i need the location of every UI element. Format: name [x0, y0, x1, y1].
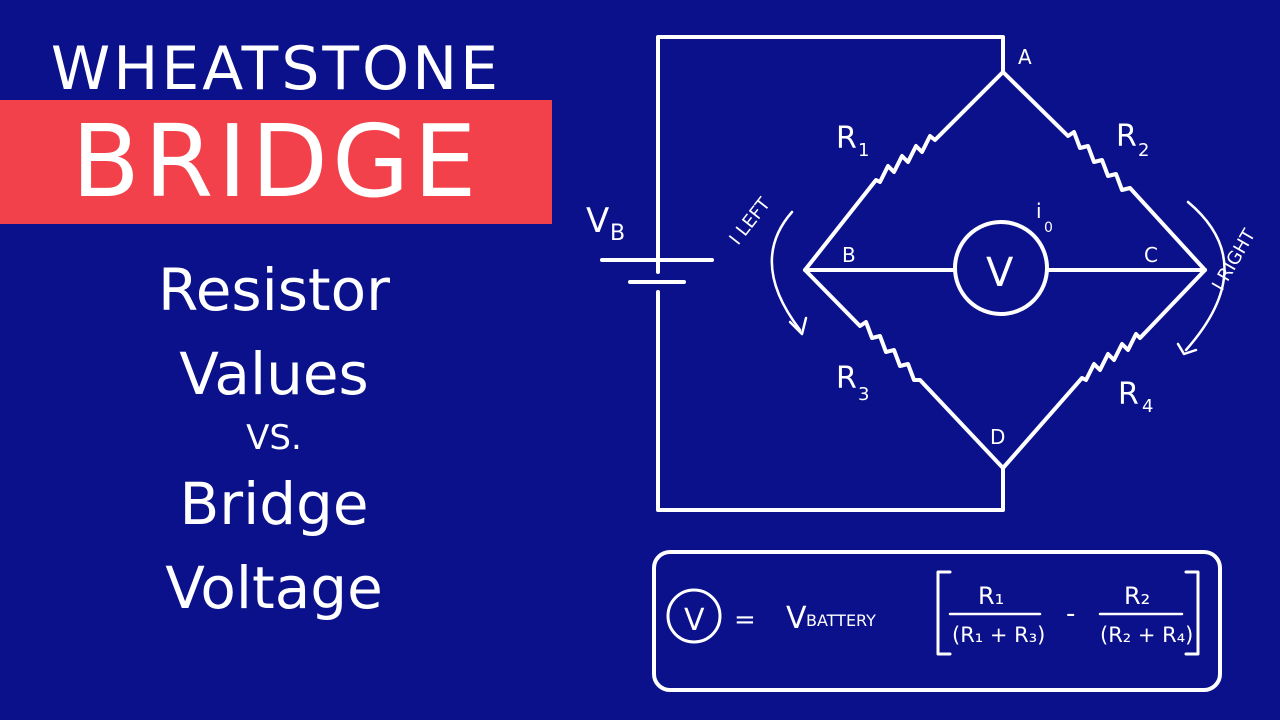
wire-top: [656, 35, 1005, 274]
r2-label: R: [1116, 119, 1137, 154]
voltmeter-label: V: [986, 250, 1014, 296]
resistor-r3: [803, 268, 1005, 470]
right-current-arrow: [1184, 200, 1226, 352]
fraction1-numerator: R₁: [978, 582, 1004, 610]
node-d-label: D: [990, 425, 1005, 449]
r2-label-sub: 2: [1138, 140, 1149, 161]
title-highlight-band: [0, 100, 552, 224]
formula-equals: =: [734, 605, 756, 635]
formula-minus: -: [1066, 599, 1075, 629]
r3-label: R: [836, 361, 857, 396]
subtitle-vs: VS.: [246, 418, 302, 458]
subtitle-resistor: Resistor: [158, 256, 390, 324]
r1-label: R: [836, 121, 857, 156]
wire-bottom: [656, 290, 1005, 512]
fraction2-numerator: R₂: [1124, 582, 1150, 610]
title-panel: WHEATSTONE BRIDGE Resistor Values VS. Br…: [0, 0, 560, 720]
right-bracket: [1184, 570, 1200, 656]
formula-box: [652, 550, 1222, 692]
left-current-arrow: [770, 210, 802, 332]
node-b-label: B: [842, 243, 856, 267]
r4-label: R: [1118, 377, 1139, 412]
subtitle-values: Values: [179, 340, 369, 408]
battery-label: V: [586, 201, 609, 241]
formula-v-battery: V: [786, 601, 807, 636]
fraction2-denominator: (R₂ + R₄): [1100, 623, 1193, 647]
fraction1-denominator: (R₁ + R₃): [952, 623, 1045, 647]
resistor-r2: [1001, 70, 1207, 272]
subtitle-voltage: Voltage: [165, 554, 383, 622]
node-c-label: C: [1144, 243, 1158, 267]
formula-meter-label: V: [684, 603, 705, 638]
battery-label-sub: B: [610, 221, 625, 246]
voltmeter-circle: [953, 220, 1049, 316]
formula-v-battery-sub: BATTERY: [806, 611, 876, 630]
node-a-label: A: [1018, 45, 1032, 69]
formula-meter-circle: [666, 588, 722, 644]
subtitle-bridge: Bridge: [179, 470, 369, 538]
title-wheatstone: WHEATSTONE: [50, 34, 502, 104]
meter-current-label: i: [1036, 199, 1042, 223]
title-bridge: BRIDGE: [71, 103, 481, 220]
r1-label-sub: 1: [858, 140, 869, 161]
resistor-r1: [803, 70, 1005, 272]
r4-label-sub: 4: [1142, 396, 1153, 417]
meter-current-sub: 0: [1044, 220, 1053, 236]
left-bracket: [936, 570, 952, 656]
resistor-r4: [1001, 268, 1207, 470]
left-current-label: I LEFT: [725, 193, 775, 249]
r3-label-sub: 3: [858, 384, 869, 405]
